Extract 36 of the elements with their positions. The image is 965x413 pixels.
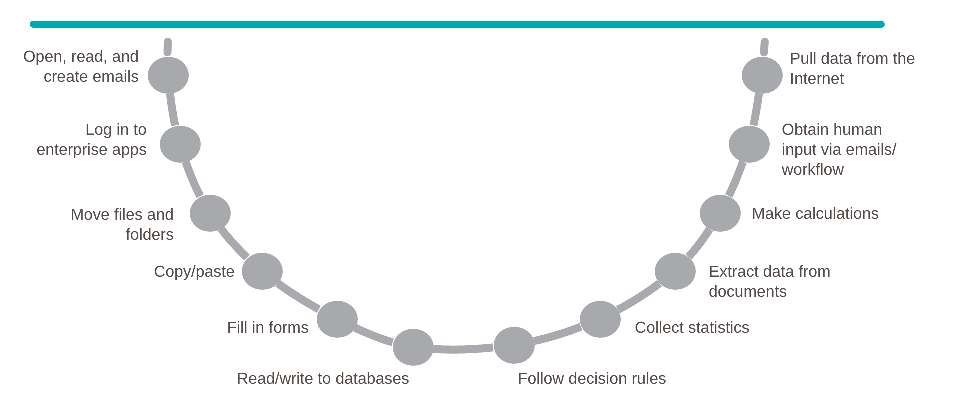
step-label: Copy/paste: [153, 263, 235, 283]
curve-segment: [760, 38, 769, 57]
curve-segment: [615, 280, 663, 314]
curve-segment: [218, 226, 251, 262]
curve-segment: [531, 323, 585, 346]
curve-segment: [182, 158, 204, 200]
curve-segment: [352, 324, 396, 346]
step-dot: [580, 300, 620, 338]
curve-segment: [166, 90, 180, 129]
step-dot: [700, 194, 740, 232]
step-label: Make calculations: [752, 205, 880, 225]
step-dot: [242, 252, 282, 290]
step-dot: [190, 194, 230, 232]
step-label: Open, read, and create emails: [22, 48, 139, 88]
curve-segment: [750, 90, 764, 129]
step-label: Log in to enterprise apps: [36, 121, 147, 161]
step-dot: [654, 252, 696, 290]
step-dot: [160, 126, 200, 162]
step-label: Extract data from documents: [709, 263, 832, 303]
step-dot: [494, 326, 534, 364]
step-dot: [392, 328, 434, 366]
curve-segment: [274, 280, 322, 314]
step-label: Fill in forms: [226, 319, 309, 339]
step-dot: [728, 126, 770, 162]
step-label: Move files and folders: [70, 206, 174, 246]
step-label: Obtain human input via emails/ workflow: [782, 121, 898, 181]
curve-segment: [725, 158, 747, 200]
curve-segment: [686, 226, 714, 260]
step-dot: [316, 300, 358, 338]
step-label: Pull data from the Internet: [790, 50, 916, 90]
step-dot: [742, 56, 782, 94]
step-label: Follow decision rules: [518, 370, 668, 390]
curve-segment: [164, 38, 172, 56]
step-label: Read/write to databases: [237, 370, 411, 390]
step-label: Collect statistics: [635, 319, 751, 339]
step-dot: [148, 56, 188, 94]
